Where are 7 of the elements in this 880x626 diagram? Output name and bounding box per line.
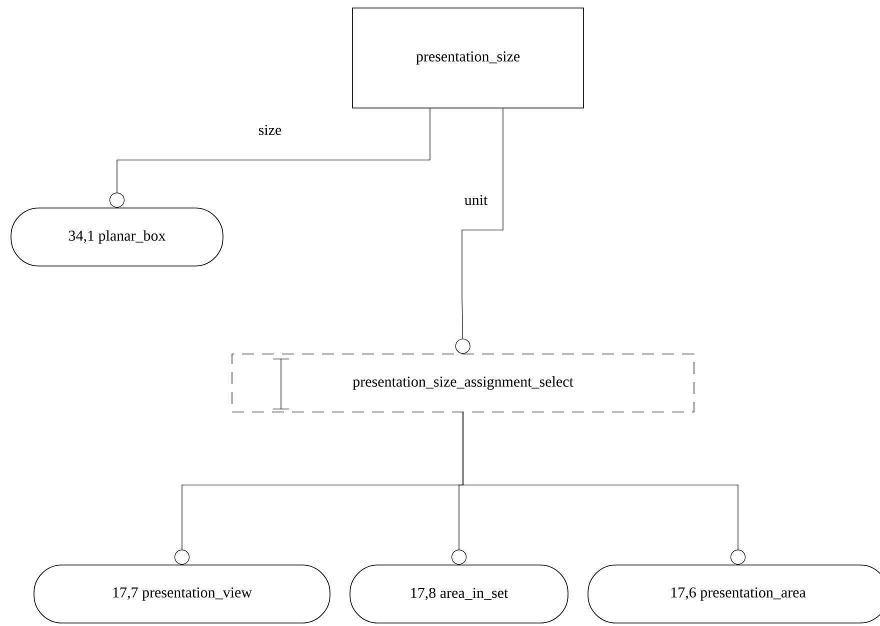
- connector-line: [455, 108, 504, 354]
- select-box: presentation_size_assignment_select: [232, 354, 694, 412]
- connector-line: [462, 412, 746, 565]
- connector-line: [110, 108, 430, 208]
- entity-box: presentation_size: [352, 8, 584, 108]
- edge-label: size: [257, 124, 283, 136]
- edge-label: unit: [463, 194, 489, 206]
